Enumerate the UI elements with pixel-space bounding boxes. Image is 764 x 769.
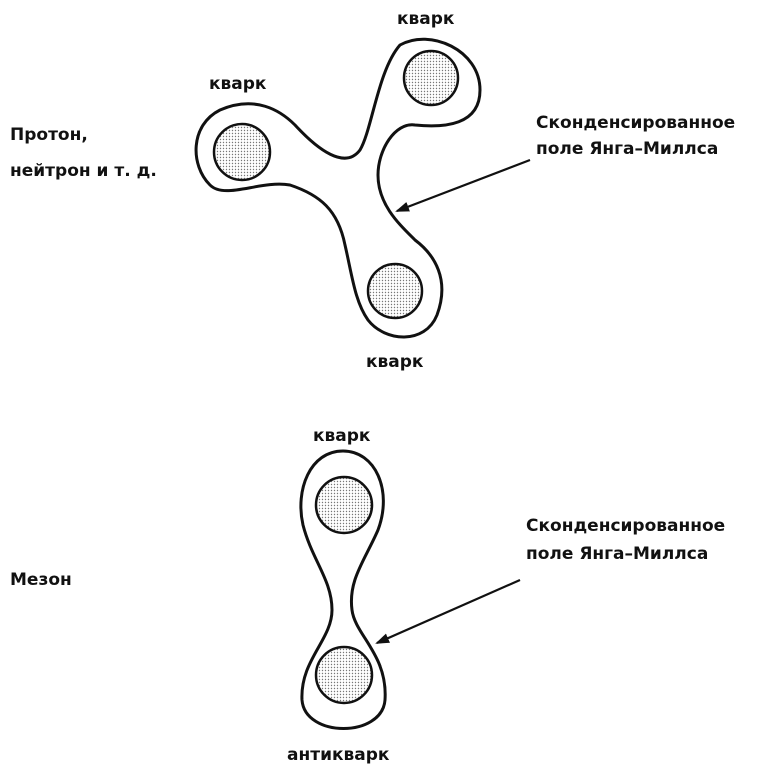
meson-antiquark-circle [314, 645, 374, 705]
meson-quark-circle [314, 475, 374, 535]
meson-name: Мезон [10, 570, 72, 590]
quark-bottom-circle [366, 262, 424, 320]
baryon-diagram [194, 37, 531, 339]
quark-top-circle [402, 49, 460, 107]
baryon-field-arrow [395, 158, 531, 213]
quark-label-bottom: кварк [366, 352, 424, 372]
meson-field-label-line2: поле Янга–Миллса [526, 544, 709, 564]
quark-label-top: кварк [397, 9, 455, 29]
meson-diagram [299, 449, 521, 730]
proton-field-label-line2: поле Янга–Миллса [536, 139, 719, 159]
quark-left-circle [212, 122, 272, 182]
proton-name-line1: Протон, [10, 125, 88, 145]
meson-field-label-line1: Сконденсированное [526, 516, 726, 536]
meson-quark-label: кварк [313, 426, 371, 446]
quark-label-left: кварк [209, 74, 267, 94]
proton-field-label-line1: Сконденсированное [536, 113, 736, 133]
baryon-field-tube [194, 37, 482, 339]
proton-name-line2: нейтрон и т. д. [10, 161, 157, 181]
meson-field-arrow [375, 578, 521, 645]
meson-antiquark-label: антикварк [287, 745, 390, 765]
